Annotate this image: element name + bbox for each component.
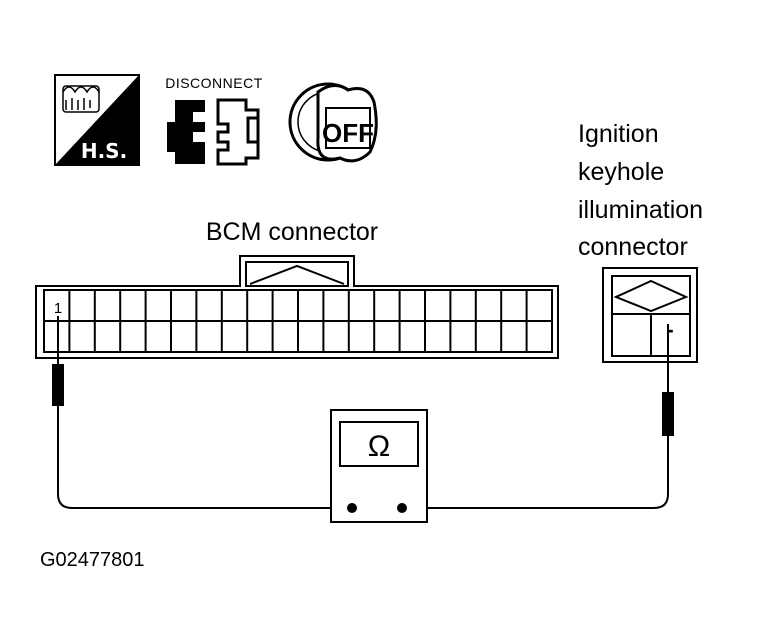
- disconnect-label: DISCONNECT: [165, 75, 263, 91]
- right-test-lead: [402, 493, 669, 509]
- figure-id: G02477801: [40, 549, 145, 571]
- keyhole-label-line-2: keyhole: [578, 158, 664, 186]
- meter-terminal-right: [397, 503, 407, 513]
- keyhole-terminal-label: -: [666, 317, 673, 342]
- harness-service-icon: H.S.: [54, 74, 140, 166]
- bcm-pin-1-label: 1: [54, 300, 62, 317]
- left-test-lead: [57, 493, 352, 509]
- left-probe: [52, 316, 64, 494]
- keyhole-label-line-3: illumination: [578, 196, 703, 224]
- keyhole-connector: Ignition keyhole illumination connector …: [578, 120, 703, 363]
- meter-terminal-left: [347, 503, 357, 513]
- ohm-symbol: Ω: [368, 430, 390, 463]
- connector-disconnect-icon: DISCONNECT: [165, 75, 263, 166]
- keyhole-label-line-1: Ignition: [578, 120, 659, 148]
- hs-label: H.S.: [81, 139, 127, 163]
- ignition-key-off-icon: OFF: [288, 82, 378, 163]
- keyhole-label-line-4: connector: [578, 233, 688, 261]
- right-probe: [662, 324, 674, 494]
- ohmmeter-icon: Ω: [330, 409, 428, 523]
- bcm-connector-label: BCM connector: [206, 218, 378, 246]
- bcm-connector: BCM connector 1: [35, 218, 559, 359]
- off-label: OFF: [322, 118, 374, 148]
